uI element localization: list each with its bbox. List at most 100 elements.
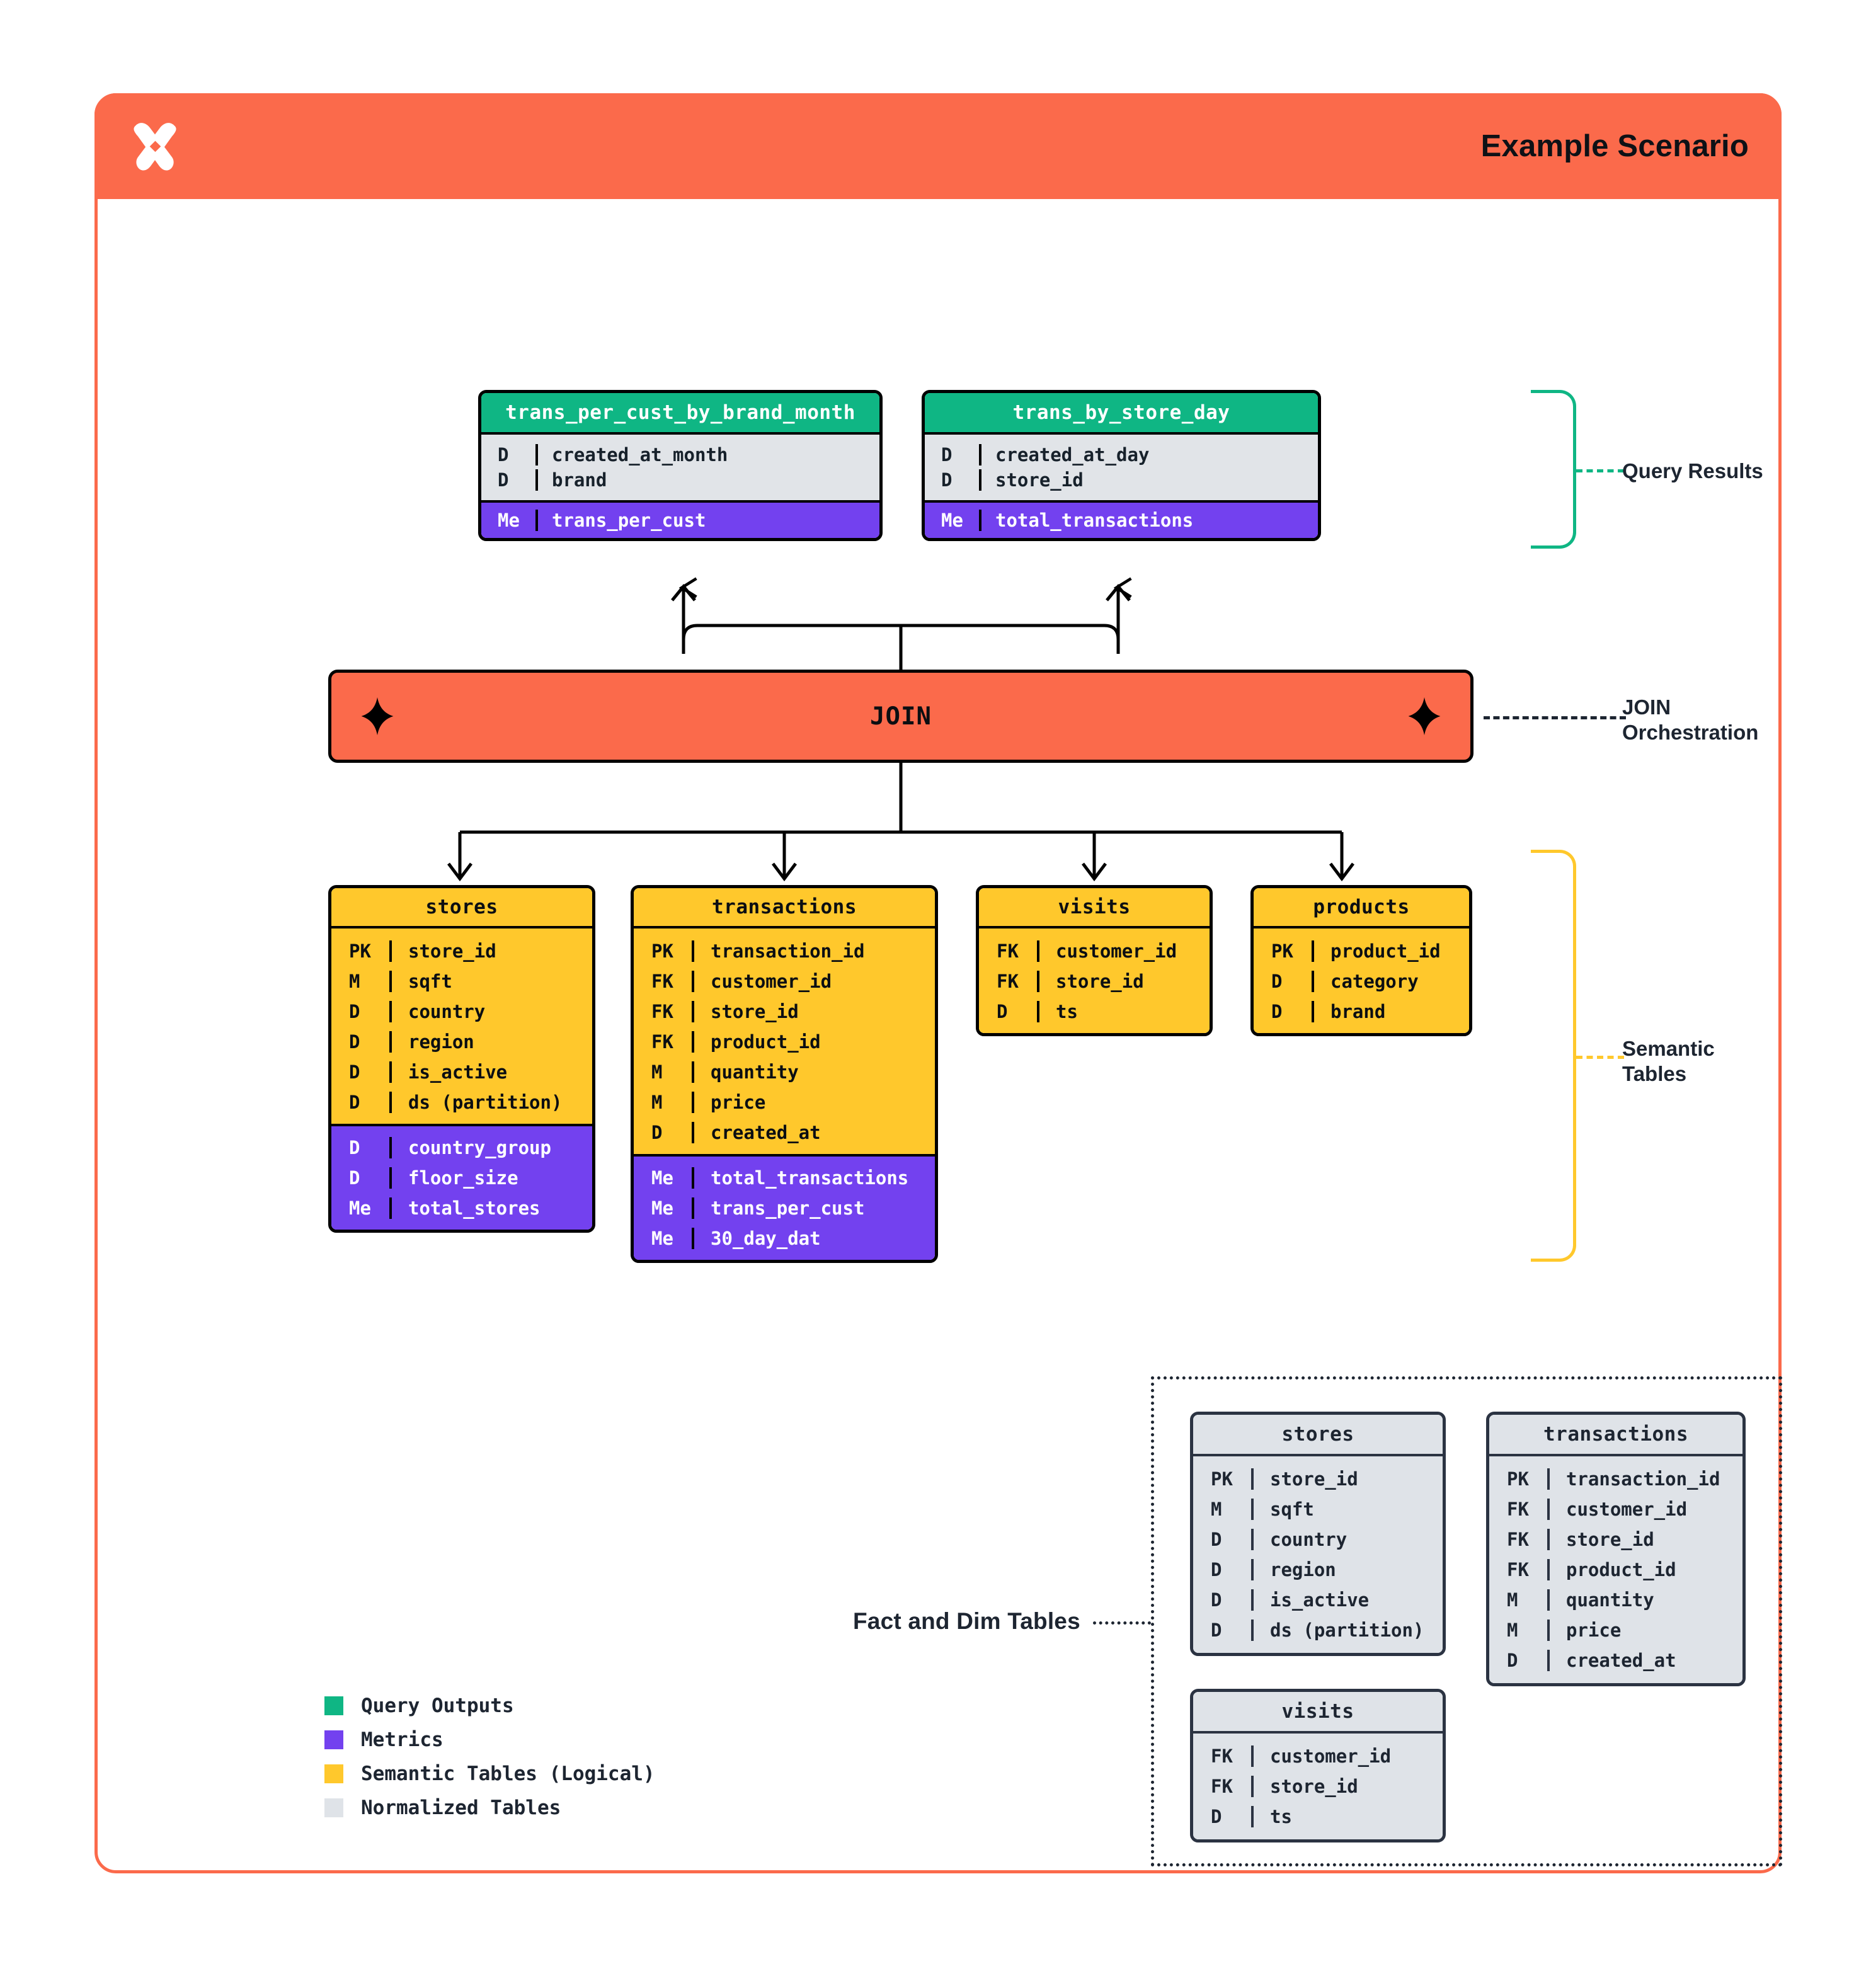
row-field: sqft <box>389 971 592 992</box>
legend-swatch-normalized-tables <box>324 1798 343 1817</box>
row-key: M <box>651 1061 663 1083</box>
query-result-table-1[interactable]: trans_by_store_day D created_at_day D st… <box>922 390 1321 541</box>
table-row[interactable]: Me trans_per_cust <box>481 508 879 533</box>
join-orchestration-label: JOIN Orchestration <box>1622 695 1759 745</box>
row-key: D <box>1211 1806 1222 1827</box>
table-row[interactable]: D created_at_day <box>925 442 1318 467</box>
semantic-tables-bracket <box>1531 850 1576 1262</box>
row-field: region <box>389 1031 592 1053</box>
row-field: store_id <box>979 469 1318 491</box>
row-key: PK <box>1211 1468 1233 1490</box>
semantic-tables-label: Semantic Tables <box>1622 1037 1715 1086</box>
row-field: created_at <box>692 1122 935 1143</box>
legend-swatch-semantic-tables <box>324 1764 343 1783</box>
row-key: PK <box>349 940 371 962</box>
row-field: created_at_day <box>979 444 1318 466</box>
row-key: D <box>498 444 509 466</box>
row-field: sqft <box>1251 1499 1443 1520</box>
row-field: total_stores <box>389 1197 592 1219</box>
query-result-table-0[interactable]: trans_per_cust_by_brand_month D created_… <box>478 390 883 541</box>
table-row[interactable]: Me total_transactions <box>925 508 1318 533</box>
join-label: JOIN <box>870 702 932 731</box>
row-field: quantity <box>692 1061 935 1083</box>
row-key: D <box>1271 971 1283 992</box>
sparkle-icon <box>1406 696 1443 736</box>
row-key: M <box>1507 1589 1518 1611</box>
row-key: D <box>349 1061 360 1083</box>
row-key: D <box>941 444 953 466</box>
table-row[interactable]: D created_at_month <box>481 442 879 467</box>
table-row[interactable]: D store_id <box>925 467 1318 493</box>
table-row[interactable]: D brand <box>481 467 879 493</box>
row-key: FK <box>997 940 1019 962</box>
x-star-logo-icon <box>125 116 185 176</box>
table-title: transactions <box>1489 1415 1742 1454</box>
row-field: region <box>1251 1559 1443 1580</box>
legend-swatch-metrics <box>324 1730 343 1749</box>
row-field: brand <box>535 469 879 491</box>
row-key: FK <box>1507 1559 1529 1580</box>
row-field: 30_day_dat <box>692 1228 935 1249</box>
row-field: store_id <box>1037 971 1210 992</box>
row-key: Me <box>651 1167 673 1189</box>
row-field: transaction_id <box>692 940 935 962</box>
table-title: stores <box>331 888 592 926</box>
join-orchestration-bar[interactable]: JOIN <box>328 670 1473 763</box>
row-key: FK <box>1507 1499 1529 1520</box>
